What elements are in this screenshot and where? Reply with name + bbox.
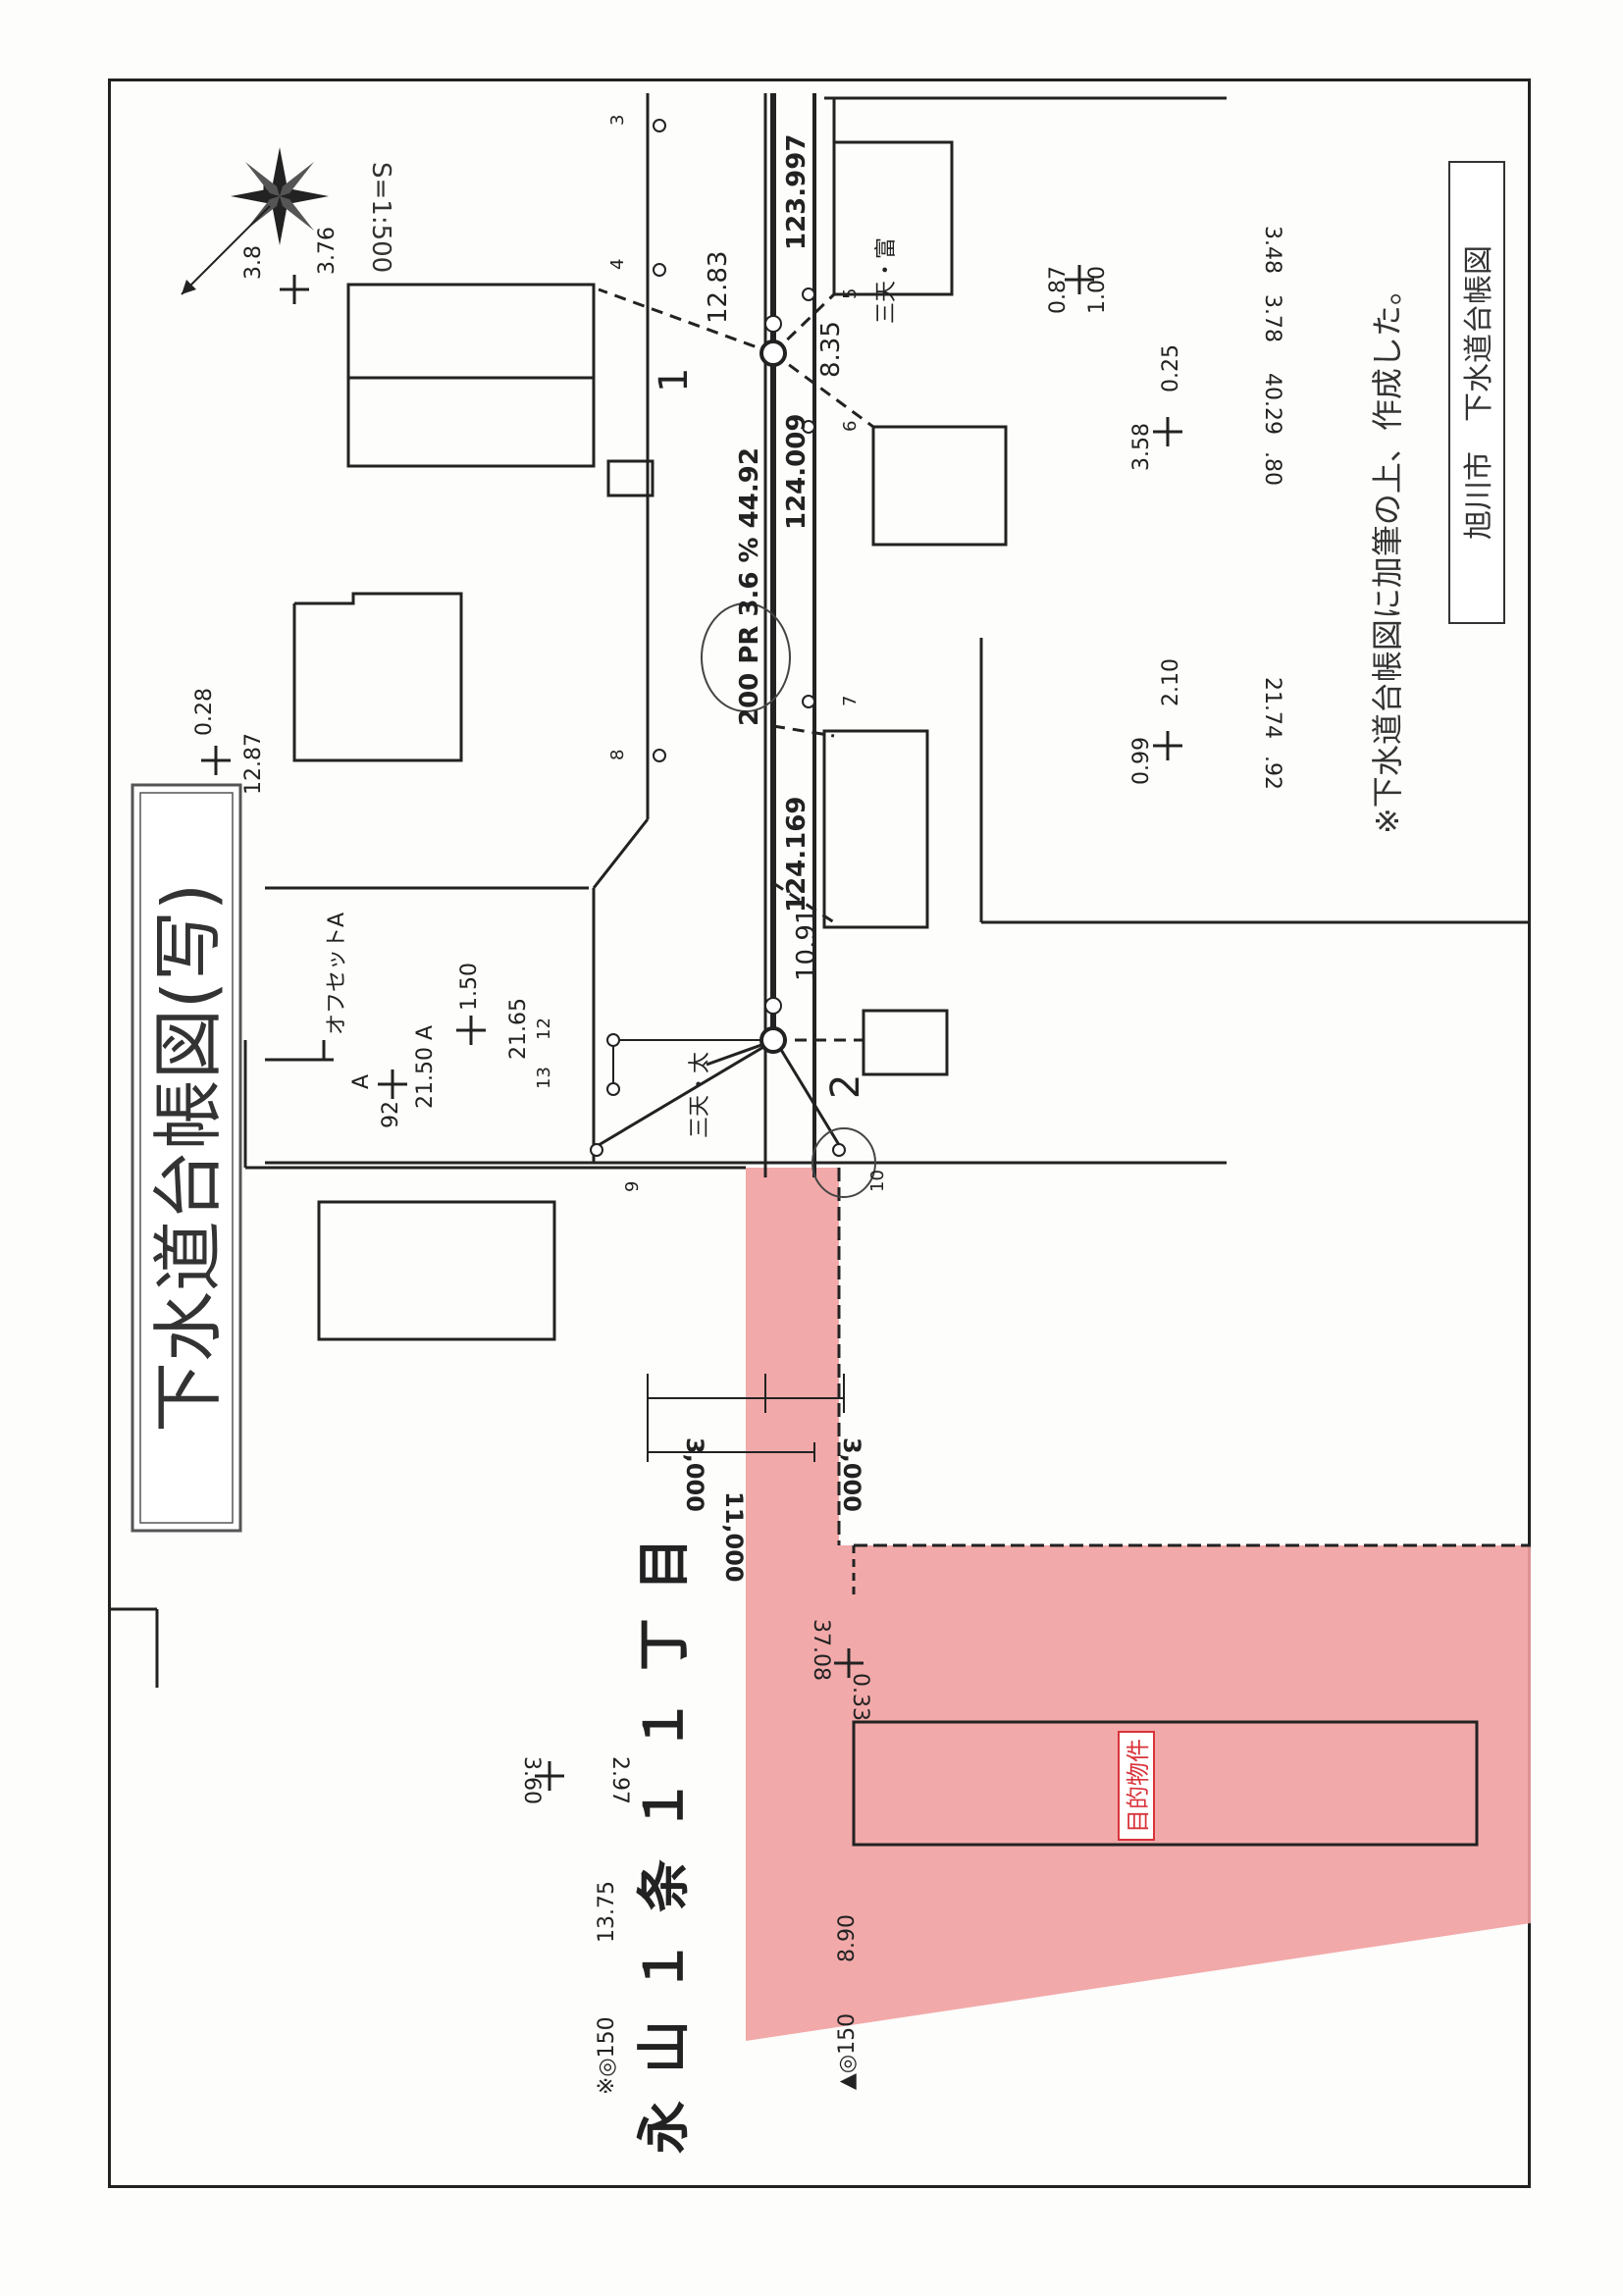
- node-6: 6: [840, 421, 861, 432]
- pipe-elev-left: 124.169: [782, 797, 812, 913]
- title-box: 下水道台帳図(写): [131, 783, 242, 1533]
- offset-label: オフセットA: [325, 913, 349, 1035]
- pipe-seg-c: 10.91: [792, 909, 821, 981]
- map-number: 3.48: [1260, 226, 1284, 274]
- map-number: 21.74: [1260, 677, 1284, 739]
- map-number: 3.78: [1260, 294, 1284, 342]
- node-9: 9: [622, 1181, 643, 1192]
- sewer-main: [593, 93, 846, 1154]
- dimension-lines: [647, 1374, 845, 1462]
- map-number: 40.29: [1260, 373, 1284, 435]
- map-number: 3.60: [519, 1756, 544, 1804]
- target-property-area: [746, 1168, 1531, 2041]
- node-markers: [590, 119, 846, 1157]
- node-10: 10: [867, 1170, 888, 1192]
- address-label: 永山１条１１丁目: [633, 1510, 695, 2154]
- map-number: .80: [1260, 451, 1284, 486]
- dim-1: 3,000: [681, 1437, 708, 1512]
- compass-rose-icon: [181, 147, 329, 295]
- map-number: 21.50 A: [413, 1025, 438, 1109]
- page-title: 下水道台帳図(写): [147, 883, 230, 1433]
- map-number: 37.08: [809, 1619, 833, 1681]
- map-number: 0.25: [1159, 344, 1183, 392]
- map-number: 1.50: [457, 963, 482, 1011]
- pipe-elev-right: 123.997: [782, 134, 812, 250]
- map-number: 1.00: [1085, 266, 1110, 314]
- map-number: 0.33: [848, 1673, 872, 1721]
- circled-node-10: [812, 1127, 876, 1198]
- house-marks: 三天・富 三天・太: [688, 237, 899, 1138]
- map-number: 12.87: [241, 733, 266, 795]
- manhole-label-1: 1: [652, 368, 697, 392]
- source-text: 旭川市 下水道台帳図: [1462, 245, 1496, 540]
- buildings: [292, 96, 1479, 1847]
- node-4: 4: [607, 259, 628, 270]
- dim-2: 3,000: [838, 1437, 865, 1512]
- dim-3: 11,000: [720, 1491, 748, 1583]
- node-5: 5: [840, 288, 861, 299]
- house-mark-1: 三天・富: [874, 237, 899, 324]
- pipe-seg-a: 12.83: [704, 251, 733, 324]
- lateral-pipes: [598, 287, 874, 1042]
- map-number: 2.10: [1159, 658, 1183, 706]
- source-box: 旭川市 下水道台帳図: [1448, 161, 1505, 624]
- pipe-elev-mid: 124.009: [782, 414, 812, 530]
- map-number: 21.65: [506, 998, 531, 1060]
- misc-numbers: 3.76 3.8 12.87 0.28 1.50 21.65 21.50 A 9…: [192, 226, 1284, 2095]
- map-number: 0.87: [1046, 266, 1071, 314]
- map-number: 0.99: [1129, 737, 1154, 785]
- map-number: 0.28: [192, 688, 217, 736]
- node-8: 8: [607, 750, 628, 760]
- map-number: 3.8: [241, 245, 266, 280]
- map-number: A: [349, 1074, 374, 1089]
- map-number: ▲◎150: [835, 2013, 860, 2090]
- map-frame: [108, 78, 1531, 2188]
- map-number: 8.90: [835, 1914, 860, 1962]
- pipe-spec: 200 PR 3.6 % 44.92: [735, 447, 764, 726]
- pipe-seg-b: 8.35: [816, 321, 846, 378]
- manhole-label-2: 2: [823, 1074, 868, 1099]
- target-property-label: 目的物件: [1125, 1739, 1152, 1833]
- scale-label: S=1:500: [366, 162, 395, 273]
- road-lines: [108, 93, 1531, 1688]
- map-number: 2.97: [607, 1756, 632, 1804]
- map-number: 3.76: [315, 227, 340, 275]
- target-label-box: 目的物件: [1118, 1731, 1155, 1841]
- elevation-crosses: [201, 265, 1182, 1791]
- map-number: 3.58: [1129, 423, 1154, 471]
- node-3: 3: [607, 115, 628, 126]
- note-text: ※下水道台帳図に加筆の上、作成した。: [1369, 274, 1406, 834]
- map-number: ※◎150: [595, 2016, 619, 2095]
- node-7: 7: [840, 696, 861, 706]
- map-number: 92: [379, 1101, 403, 1128]
- node-13: 13: [534, 1067, 554, 1089]
- dimension-texts: 3,000 3,000 11,000: [681, 1437, 865, 1583]
- map-number: .92: [1260, 756, 1284, 790]
- map-number: 13.75: [595, 1881, 619, 1943]
- node-numbers: 3 4 5 6 7 8 9 10 12 13: [534, 115, 888, 1192]
- house-mark-2: 三天・太: [688, 1052, 712, 1138]
- node-12: 12: [534, 1018, 554, 1040]
- pipe-annotations: 200 PR 3.6 % 44.92 124.169 124.009 123.9…: [704, 134, 846, 981]
- circled-pipe-spec: [701, 602, 791, 712]
